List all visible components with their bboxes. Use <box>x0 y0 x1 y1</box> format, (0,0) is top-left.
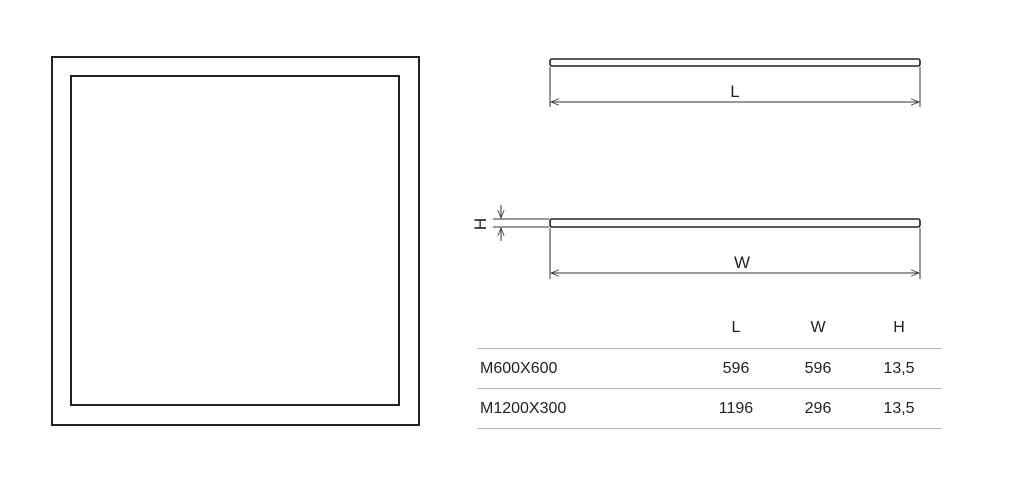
height-cell: 13,5 <box>883 399 915 417</box>
panel-width-view: W H <box>471 205 921 279</box>
table-header-row: L W H <box>478 308 942 349</box>
length-cell: 596 <box>722 359 750 377</box>
column-header-w: W <box>810 319 826 336</box>
model-cell: M600X600 <box>480 359 558 377</box>
panel-side-profile-top <box>549 58 921 67</box>
panel-side-profile-bottom <box>549 218 921 228</box>
width-cell: 596 <box>804 359 832 377</box>
column-header-l: L <box>731 319 741 336</box>
dimensions-table: L W H M600X600 596 596 13,5 M1200X300 11… <box>478 308 942 429</box>
height-cell: 13,5 <box>883 359 915 377</box>
height-label: H <box>471 218 490 230</box>
panel-inner-frame <box>70 75 400 406</box>
table-row: M600X600 596 596 13,5 <box>478 349 942 389</box>
width-cell: 296 <box>804 399 832 417</box>
table-row: M1200X300 1196 296 13,5 <box>478 389 942 429</box>
panel-length-view: L <box>549 58 921 107</box>
length-label: L <box>730 82 739 101</box>
panel-front-view <box>51 56 420 426</box>
column-header-h: H <box>893 319 905 336</box>
model-cell: M1200X300 <box>480 399 567 417</box>
length-cell: 1196 <box>718 399 754 417</box>
width-label: W <box>734 253 750 272</box>
